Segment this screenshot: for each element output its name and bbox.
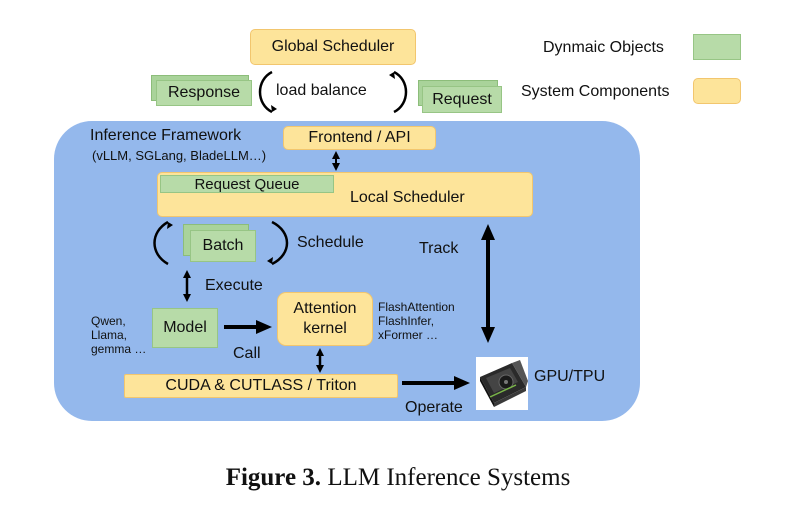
batch-loop-right-tip — [267, 257, 273, 264]
model-box: Model — [152, 308, 218, 348]
framework-subtitle: (vLLM, SGLang, BladeLLM…) — [92, 148, 267, 163]
gpu-label: GPU/TPU — [534, 368, 606, 385]
attention-lib-flashattention: FlashAttention — [378, 300, 455, 314]
track-label: Track — [419, 240, 459, 257]
request-box: Request — [422, 86, 502, 113]
batch-box: Batch — [190, 230, 256, 262]
response-label: Response — [167, 84, 241, 101]
model-example-llama: Llama, — [91, 328, 128, 342]
attention-lib-flashinfer: FlashInfer, — [378, 314, 435, 328]
figure-caption: Figure 3. LLM Inference Systems — [0, 464, 796, 492]
model-label: Model — [163, 319, 207, 336]
batch-loop-left-arc — [153, 220, 169, 266]
load-balance-right-tip — [389, 72, 395, 79]
batch-loop-left-tip — [167, 222, 173, 229]
cuda-label: CUDA & CUTLASS / Triton — [165, 377, 357, 394]
model-examples: Qwen, Llama, gemma … — [91, 314, 146, 356]
figure-caption-label: Figure 3. — [225, 464, 322, 491]
model-example-gemma: gemma … — [91, 342, 147, 356]
attention-kernel-line2: kernel — [303, 320, 347, 337]
attention-kernel-box: Attention kernel — [277, 292, 373, 346]
attention-lib-xformer: xFormer … — [378, 328, 438, 342]
request-label: Request — [432, 90, 492, 108]
batch-label: Batch — [202, 237, 244, 254]
legend-system-label: System Components — [521, 83, 670, 100]
load-balance-left-arc — [258, 70, 273, 114]
schedule-label: Schedule — [297, 234, 364, 251]
batch-loop-right-arc — [271, 220, 289, 266]
framework-title: Inference Framework — [90, 127, 242, 144]
execute-label: Execute — [205, 277, 263, 294]
request-queue-label: Request Queue — [194, 175, 300, 193]
inference-framework-panel — [54, 121, 640, 421]
attention-libs: FlashAttention FlashInfer, xFormer … — [378, 300, 455, 342]
global-scheduler-label: Global Scheduler — [271, 38, 395, 55]
cuda-box: CUDA & CUTLASS / Triton — [124, 374, 398, 398]
attention-kernel-line1: Attention — [293, 300, 357, 317]
global-scheduler-box: Global Scheduler — [250, 29, 416, 65]
load-balance-right-arc — [393, 70, 408, 114]
legend-system-swatch — [693, 78, 741, 104]
local-scheduler-label: Local Scheduler — [350, 189, 465, 206]
operate-label: Operate — [405, 399, 463, 416]
gpu-card-image — [476, 357, 528, 410]
gpu-card-icon — [480, 360, 528, 407]
legend-dynamic-label: Dynmaic Objects — [543, 39, 664, 56]
frontend-api-box: Frontend / API — [283, 126, 436, 150]
frontend-api-label: Frontend / API — [308, 129, 411, 146]
model-example-qwen: Qwen, — [91, 314, 126, 328]
load-balance-label: load balance — [276, 82, 367, 99]
response-box: Response — [156, 80, 252, 106]
call-label: Call — [233, 345, 261, 362]
load-balance-left-tip — [271, 105, 277, 112]
legend-dynamic-swatch — [693, 34, 741, 60]
figure-caption-text: LLM Inference Systems — [327, 464, 571, 491]
request-queue-box: Request Queue — [160, 175, 334, 193]
